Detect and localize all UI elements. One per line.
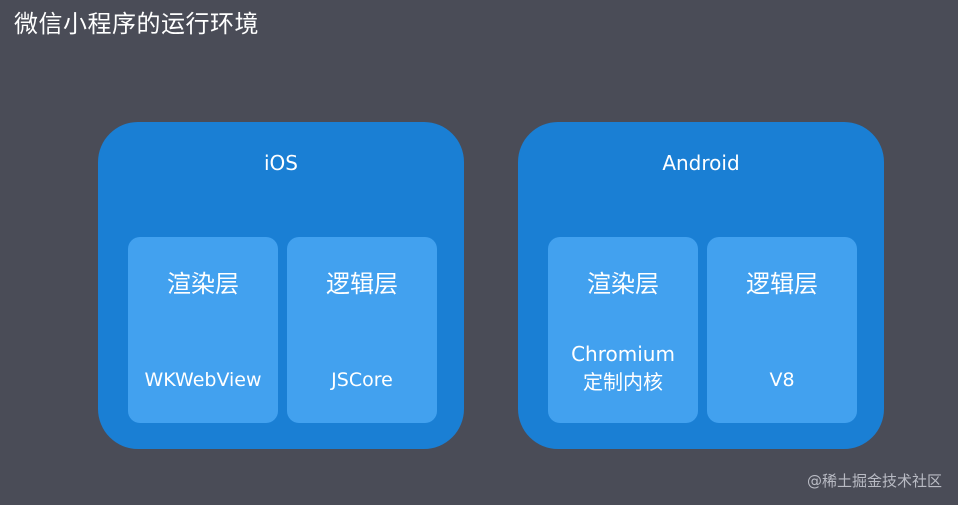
platform-title-android: Android	[662, 151, 740, 175]
watermark: @稀土掘金技术社区	[806, 472, 942, 490]
ios-render-layer-engine: WKWebView	[144, 369, 262, 391]
android-logic-layer-box: 逻辑层 V8	[707, 237, 857, 423]
android-render-layer-box: 渲染层 Chromium 定制内核	[548, 237, 698, 423]
platform-title-ios: iOS	[264, 151, 298, 175]
ios-logic-layer-box: 逻辑层 JSCore	[287, 237, 437, 423]
ios-render-layer-title: 渲染层	[167, 270, 239, 298]
platform-box-android: Android 渲染层 Chromium 定制内核 逻辑层 V8	[518, 122, 884, 449]
android-render-layer-title: 渲染层	[587, 270, 659, 298]
android-render-layer-engine: Chromium 定制内核	[571, 342, 675, 394]
ios-logic-layer-engine: JSCore	[331, 369, 393, 391]
ios-logic-layer-title: 逻辑层	[326, 270, 398, 298]
android-logic-layer-title: 逻辑层	[746, 270, 818, 298]
android-logic-layer-engine: V8	[769, 369, 795, 391]
platform-box-ios: iOS 渲染层 WKWebView 逻辑层 JSCore	[98, 122, 464, 449]
ios-render-layer-box: 渲染层 WKWebView	[128, 237, 278, 423]
page-title: 微信小程序的运行环境	[14, 10, 259, 38]
